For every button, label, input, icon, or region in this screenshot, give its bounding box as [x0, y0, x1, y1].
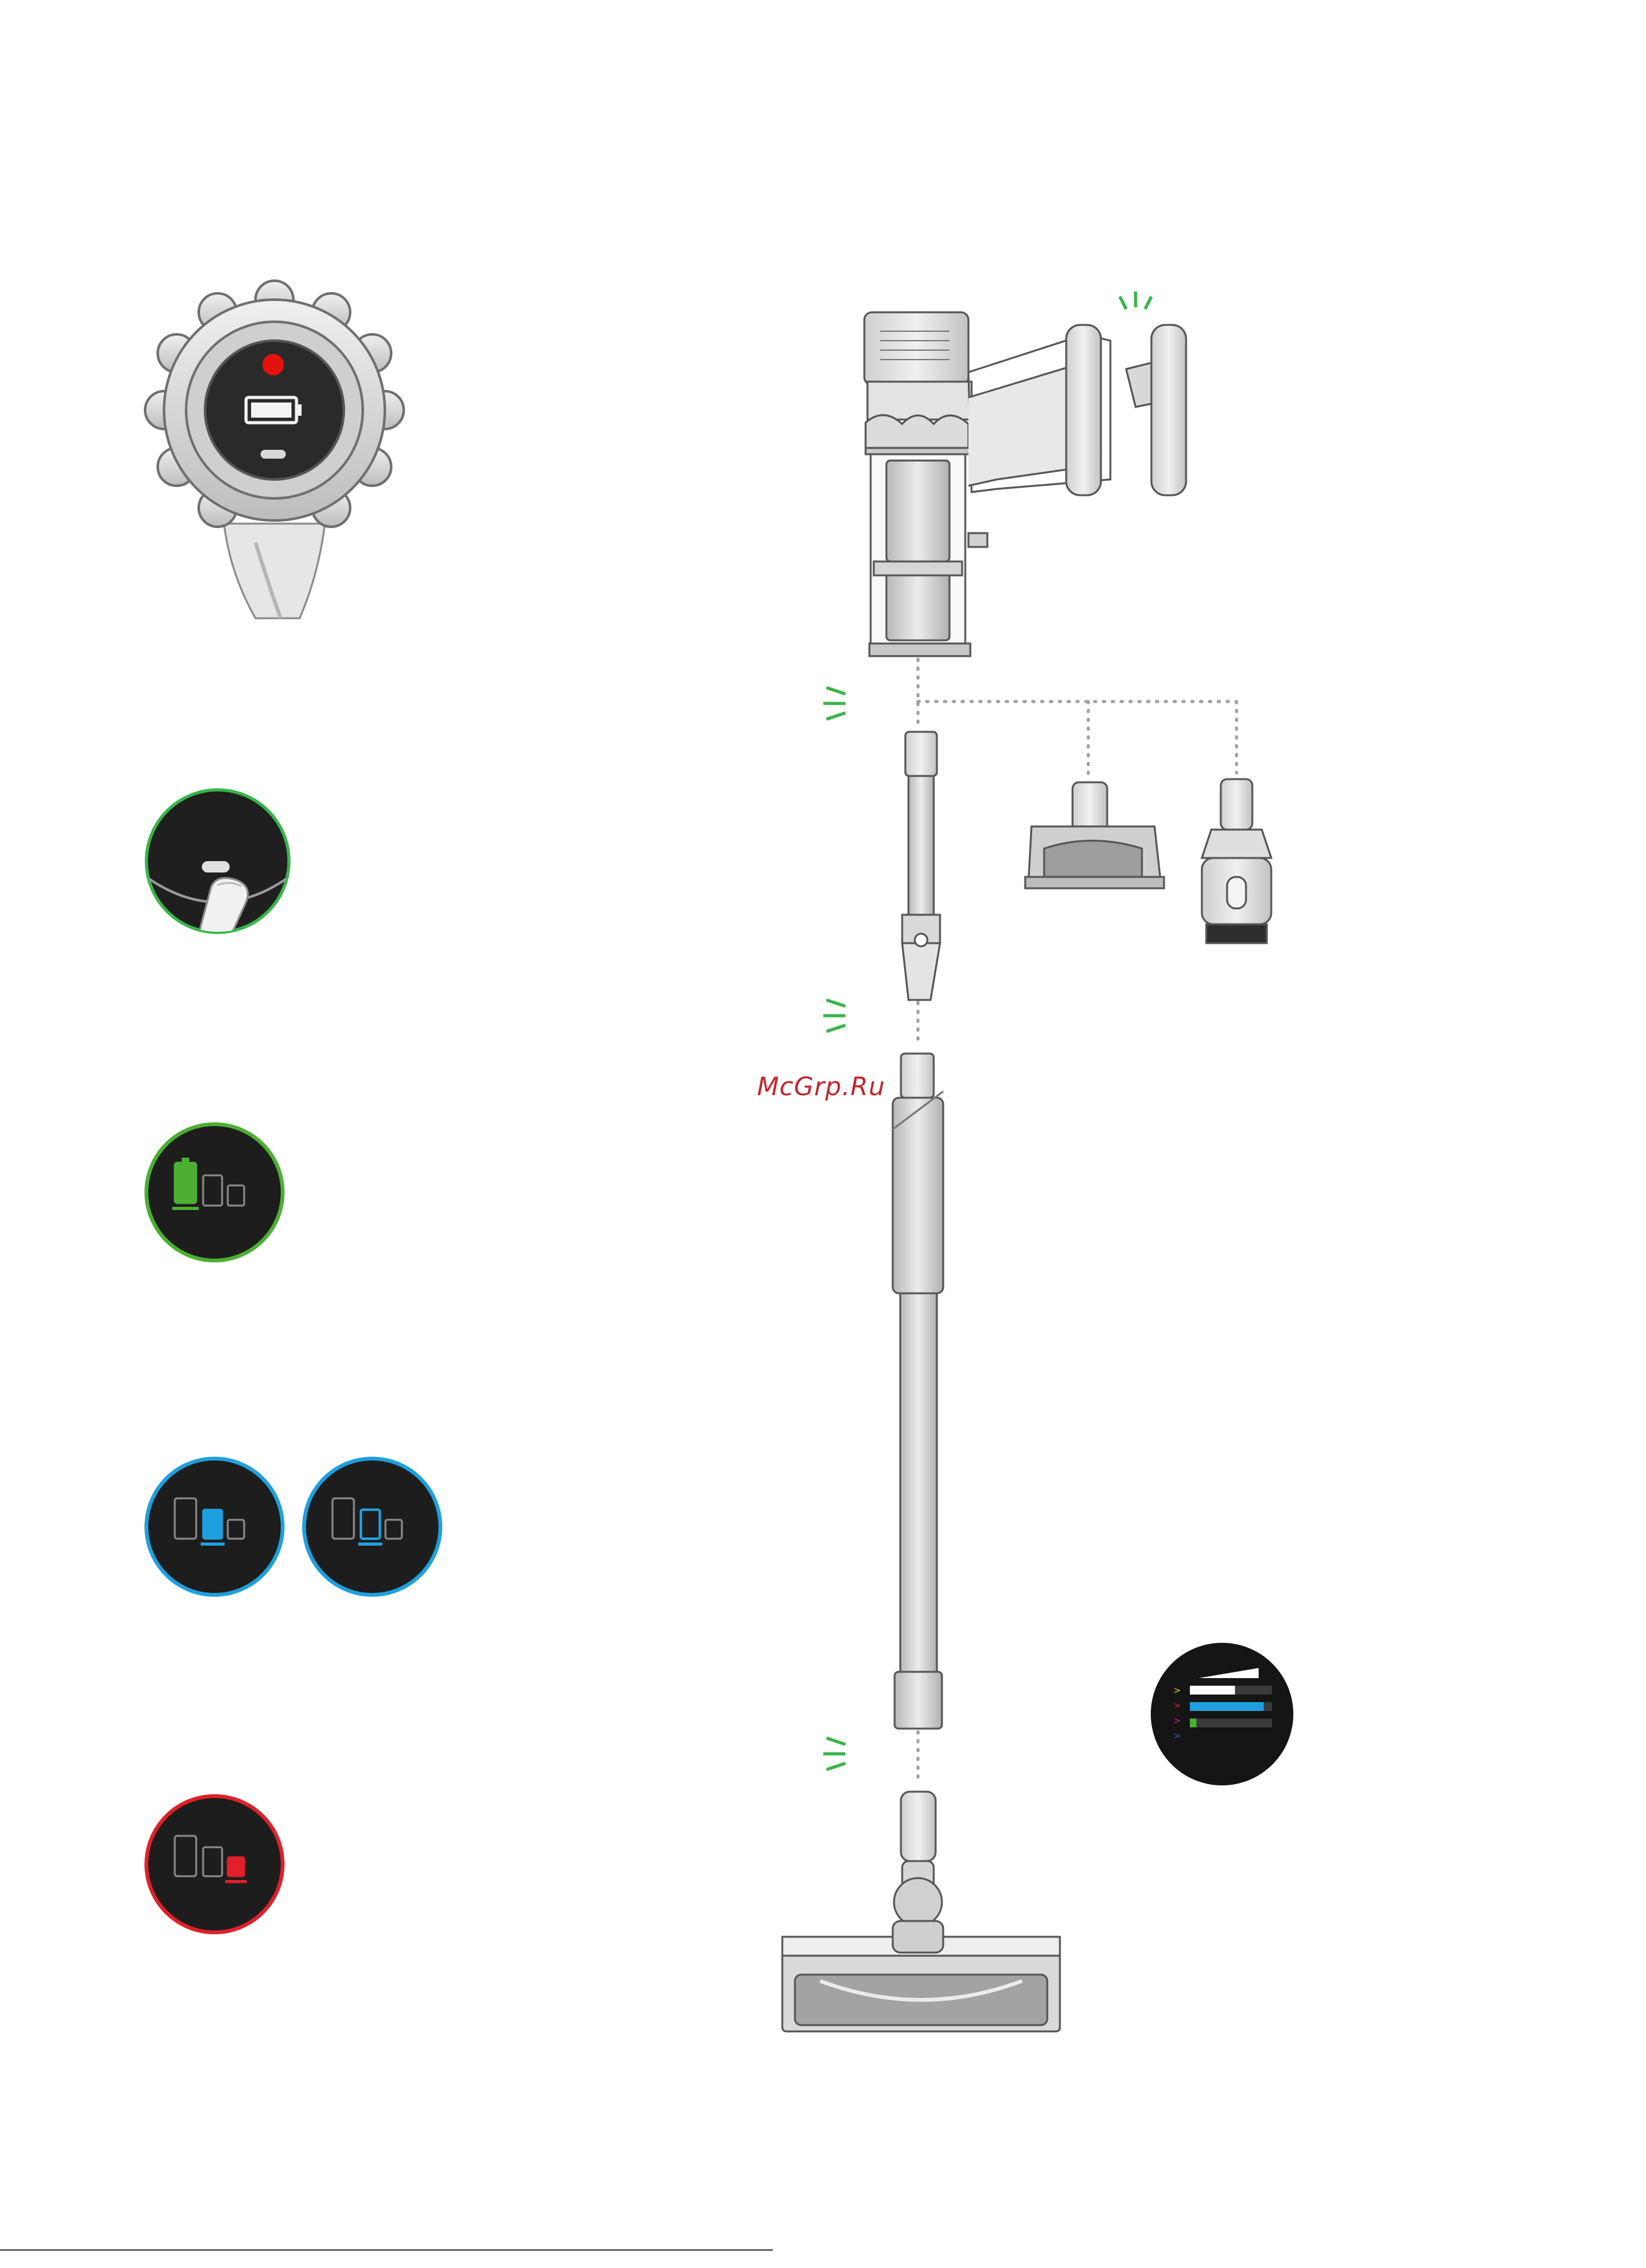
power-button-press	[142, 785, 293, 937]
watermark-text: McGrp.Ru	[757, 1072, 934, 1108]
footer-divider	[0, 2249, 773, 2251]
power-mode-med-icon	[300, 1454, 445, 1599]
power-mode-boost-icon	[142, 1792, 287, 1937]
crevice-tool	[902, 732, 940, 1000]
screen-bar-fill	[1190, 1719, 1196, 1727]
mini-motorhead	[1025, 782, 1164, 888]
svg-text:>: >	[1173, 1686, 1181, 1696]
screen-bar-fill	[1190, 1686, 1235, 1695]
screen-bar-fill	[1190, 1702, 1264, 1711]
power-mode-eco-icon	[142, 1120, 287, 1265]
machine-display-head	[136, 278, 413, 618]
power-mode-med-icon	[142, 1454, 287, 1599]
svg-text:>: >	[1173, 1731, 1181, 1741]
power-indicator-dot	[262, 354, 284, 375]
power-button-icon	[202, 861, 230, 873]
screen-bars-icon: > > > >	[1148, 1640, 1296, 1789]
cleaner-head	[782, 1792, 1060, 2031]
combination-tool	[1202, 779, 1271, 943]
screen-bar-track	[1190, 1719, 1272, 1727]
svg-text:>: >	[1173, 1716, 1181, 1726]
wand	[893, 1054, 943, 1729]
main-body	[864, 312, 1186, 656]
svg-text:>: >	[1173, 1701, 1181, 1711]
